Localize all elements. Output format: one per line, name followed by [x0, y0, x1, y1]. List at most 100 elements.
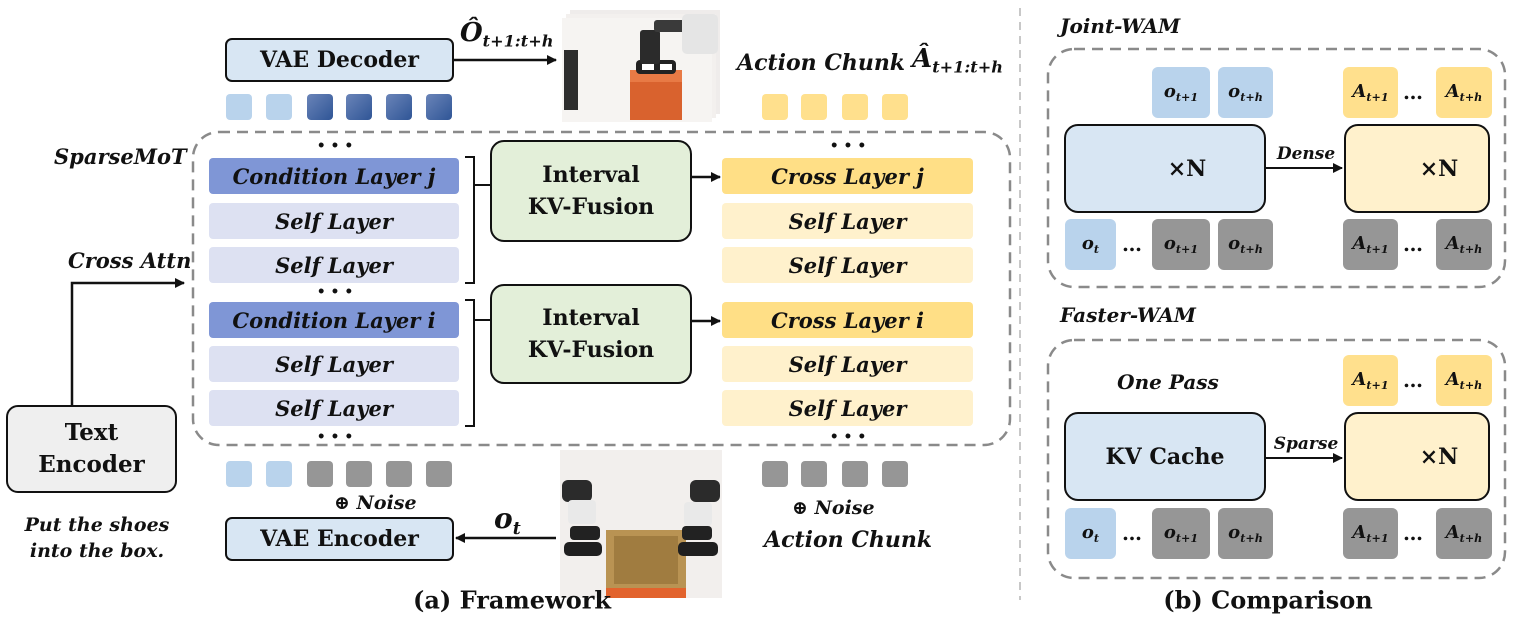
current-observation-label: ot — [494, 502, 521, 539]
comparison-caption: (b) Comparison — [1163, 585, 1373, 615]
self-layer-label: Self Layer — [275, 208, 393, 234]
faster-wam-container — [1046, 338, 1507, 580]
token-base: A — [1445, 522, 1460, 544]
vae-encoder-box: VAE Encoder — [225, 517, 454, 561]
kv-cache-box: KV Cache — [1064, 412, 1266, 501]
current-observation-image — [560, 450, 722, 598]
ellipsis: • • • — [829, 429, 867, 445]
action-chunk-top-label: Action Chunk — [737, 50, 906, 76]
token-base: o — [1228, 233, 1241, 255]
faster-action-token-th: At+h — [1436, 355, 1492, 406]
token-base: o — [1163, 233, 1176, 255]
dots: … — [1403, 368, 1423, 392]
joint-noise-token-t1: ot+1 — [1152, 219, 1210, 270]
token-sub: t+1 — [1366, 378, 1389, 392]
ellipsis: • • • — [316, 284, 354, 300]
cross-layer-i-label: Cross Layer i — [770, 307, 925, 333]
token-sub: t+h — [1459, 378, 1483, 392]
sparsemot-container — [191, 130, 1012, 447]
faster-obs-token-t: ot — [1065, 508, 1116, 559]
joint-obs-token-t1: ot+1 — [1152, 67, 1210, 118]
joint-obs-token-th: ot+h — [1218, 67, 1273, 118]
condition-layer-i: Condition Layer i — [209, 302, 459, 338]
joint-wam-container — [1046, 47, 1507, 289]
token-sub: t+1 — [1366, 242, 1389, 256]
input-token-gray — [426, 461, 452, 487]
token-sub: t+h — [1459, 531, 1483, 545]
action-future-symbol: Â — [912, 44, 933, 74]
faster-noise-token-th: ot+h — [1218, 508, 1273, 559]
token-base: A — [1445, 233, 1460, 255]
ellipsis: • • • — [829, 138, 867, 154]
input-token-gray — [307, 461, 333, 487]
self-layer-label: Self Layer — [275, 252, 393, 278]
noise-token-gray — [801, 461, 827, 487]
cross-attn-arrow — [70, 278, 185, 405]
dots: … — [1122, 521, 1142, 545]
token-sub: t+1 — [1175, 90, 1199, 104]
self-layer-label: Self Layer — [788, 395, 907, 421]
current-observation-symbol: o — [494, 502, 513, 535]
token-sub: t — [1093, 531, 1100, 545]
token-base: o — [1163, 522, 1176, 544]
token-base: o — [1081, 233, 1094, 255]
self-layer: Self Layer — [722, 390, 973, 426]
loop-count: ×N — [1419, 155, 1459, 182]
action-token-yellow — [882, 94, 908, 120]
action-future-subscript: t+1:t+h — [932, 57, 1003, 77]
noise-label-left: ⊕ Noise — [334, 492, 417, 514]
current-observation-graphic — [560, 450, 722, 598]
token-base: A — [1352, 369, 1367, 391]
token-base: A — [1445, 81, 1460, 103]
self-layer: Self Layer — [722, 203, 973, 239]
output-token-dark — [307, 94, 333, 120]
action-chunk-bottom-label: Action Chunk — [764, 527, 933, 553]
action-token-yellow — [801, 94, 827, 120]
action-token-yellow — [762, 94, 788, 120]
self-layer-label: Self Layer — [788, 351, 907, 377]
joint-noise-action-th: At+h — [1436, 219, 1492, 270]
self-layer: Self Layer — [722, 346, 973, 382]
token-sub: t — [1093, 242, 1100, 256]
cross-layer-j-label: Cross Layer j — [771, 163, 924, 189]
output-token-dark — [386, 94, 412, 120]
vae-decoder-box: VAE Decoder — [225, 38, 454, 82]
joint-video-model-box: ×N — [1064, 124, 1266, 213]
action-token-yellow — [842, 94, 868, 120]
noise-token-gray — [882, 461, 908, 487]
text-encoder-line2: Encoder — [38, 451, 145, 478]
joint-obs-token-t: ot — [1065, 219, 1116, 270]
self-layer-label: Self Layer — [275, 351, 393, 377]
output-token-light — [266, 94, 292, 120]
noise-token-gray — [762, 461, 788, 487]
bracket-j — [465, 156, 490, 284]
framework-caption: (a) Framework — [412, 585, 612, 615]
joint-action-token-th: At+h — [1436, 67, 1492, 118]
loop-count: ×N — [1419, 443, 1459, 470]
self-layer: Self Layer — [209, 346, 459, 382]
dense-label: Dense — [1276, 144, 1336, 164]
fusion-label-line1: Interval — [542, 305, 640, 331]
input-token-light — [226, 461, 252, 487]
faster-noise-action-t1: At+1 — [1343, 508, 1398, 559]
self-layer: Self Layer — [209, 247, 459, 283]
predicted-frames-graphic — [562, 10, 720, 122]
joint-action-model-box: ×N — [1344, 124, 1490, 213]
token-sub: t+1 — [1175, 531, 1199, 545]
fusion-label-line2: KV-Fusion — [527, 194, 655, 220]
cross-attn-label: Cross Attn — [68, 248, 192, 273]
bracket-i — [465, 299, 490, 427]
future-observation-subscript: t+1:t+h — [482, 31, 554, 51]
faster-wam-title: Faster-WAM — [1060, 303, 1196, 327]
task-prompt-line2: into the box. — [29, 540, 165, 562]
noise-label-right: ⊕ Noise — [792, 497, 875, 519]
input-token-light — [266, 461, 292, 487]
current-observation-subscript: t — [512, 519, 521, 540]
faster-noise-action-th: At+h — [1436, 508, 1492, 559]
self-layer: Self Layer — [209, 390, 459, 426]
token-sub: t+h — [1459, 242, 1483, 256]
cross-layer-j: Cross Layer j — [722, 158, 973, 194]
